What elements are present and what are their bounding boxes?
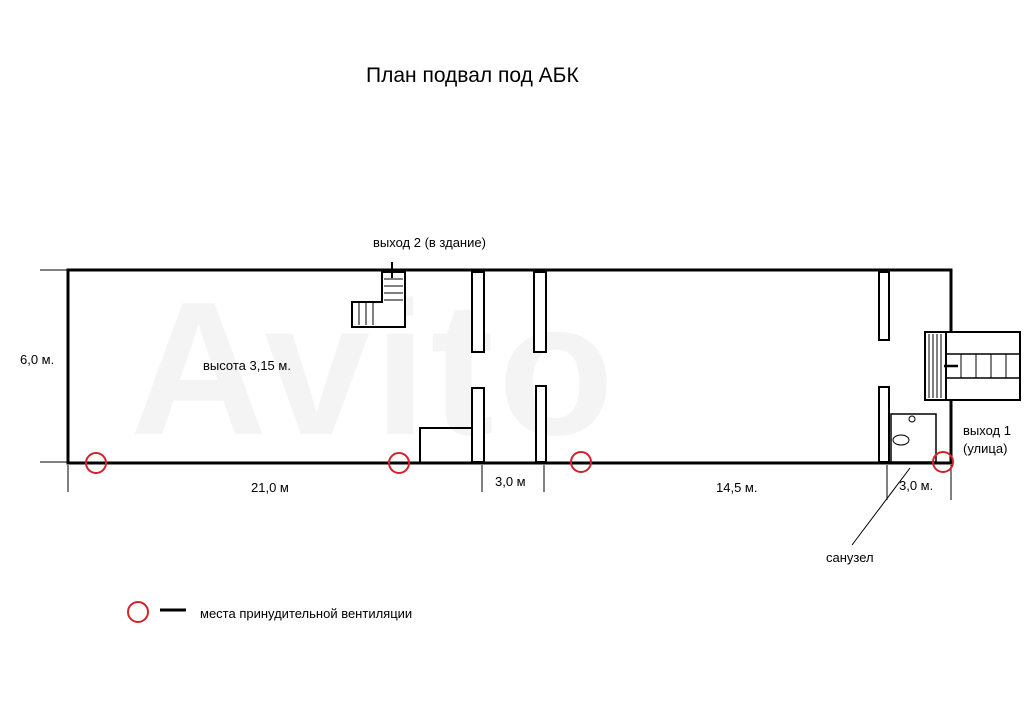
sink: [908, 415, 916, 423]
staircase-exit-1: [924, 331, 1021, 401]
restroom-label: санузел: [826, 550, 874, 565]
dimension-label: 21,0 м: [251, 480, 289, 495]
height-label: высота 3,15 м.: [203, 358, 291, 373]
dimension-label: 3,0 м: [495, 474, 526, 489]
exit-1-label-line1: выход 1: [963, 423, 1011, 438]
exit-2-label: выход 2 (в здание): [373, 235, 486, 250]
staircase-exit-2: [351, 262, 406, 328]
partition-wall: [878, 386, 890, 463]
side-dimension-label: 6,0 м.: [20, 352, 55, 367]
dimension-label: 3,0 м.: [899, 478, 934, 493]
partition-wall: [535, 385, 547, 463]
room-wall: [419, 427, 472, 462]
exit-1-label-line2: (улица): [963, 441, 1008, 456]
ventilation-point: [85, 452, 107, 474]
restroom: [851, 413, 937, 546]
partition-wall: [471, 387, 485, 463]
page-title: План подвал под АБК: [366, 64, 579, 87]
outer-wall: [66, 268, 953, 465]
ventilation-point: [932, 451, 954, 473]
partition-wall: [878, 271, 890, 341]
dimension-label: 14,5 м.: [716, 480, 758, 495]
legend-circle: [127, 601, 149, 623]
partition-wall: [471, 271, 485, 353]
ventilation-point: [388, 452, 410, 474]
partition-wall: [533, 271, 547, 353]
restroom-leader: [851, 467, 911, 546]
ventilation-point: [570, 451, 592, 473]
toilet: [892, 434, 910, 446]
legend-text: места принудительной вентиляции: [200, 606, 413, 621]
